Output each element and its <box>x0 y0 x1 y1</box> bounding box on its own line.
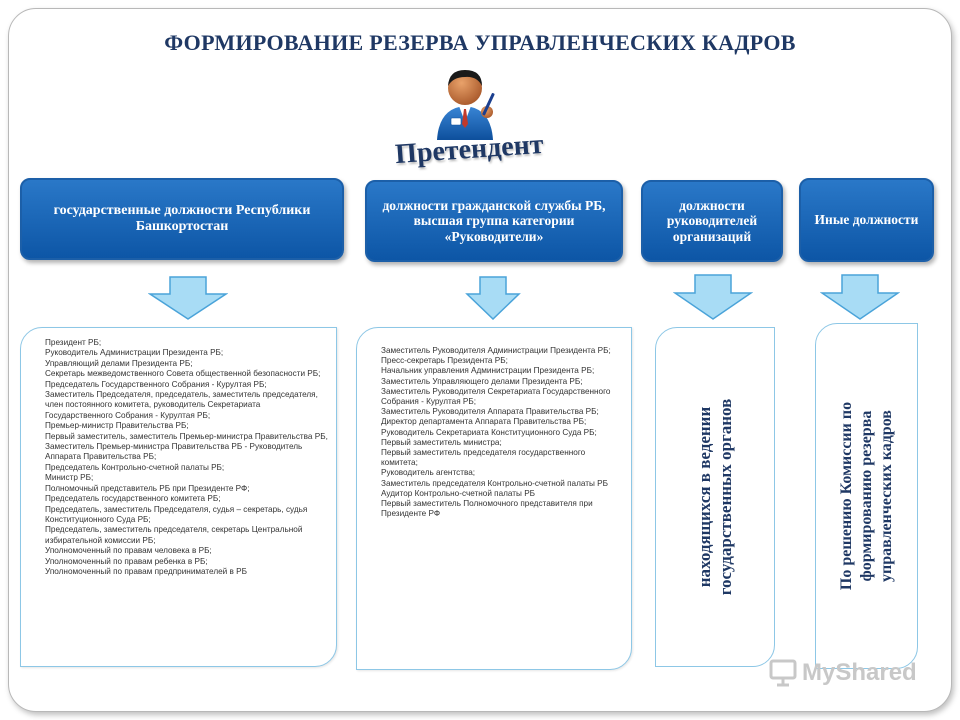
civil-service-list-panel: Заместитель Руководителя Администрации П… <box>356 327 632 670</box>
commission-vertical-text: По решению Комиссии по формированию резе… <box>837 401 895 591</box>
list-item: Секретарь межведомственного Совета общес… <box>45 369 321 379</box>
list-item: Уполномоченный по правам предпринимателе… <box>45 566 247 576</box>
list-item: Заместитель Управляющего делами Президен… <box>381 376 583 386</box>
list-item: Управляющий делами Президента РБ; <box>45 358 193 368</box>
list-item: Первый заместитель, заместитель Премьер-… <box>45 431 328 462</box>
list-item: Полномочный представитель РБ при Президе… <box>45 483 250 493</box>
list-item: Президент РБ; <box>45 338 102 347</box>
category-organization-heads: должности руководителей организаций <box>641 180 783 262</box>
commission-decision-panel: По решению Комиссии по формированию резе… <box>815 323 918 669</box>
list-item: Уполномоченный по правам ребенка в РБ; <box>45 556 208 566</box>
category-other-positions: Иные должности <box>799 178 934 262</box>
list-item: Председатель Контрольно-счетной палаты Р… <box>45 462 225 472</box>
list-item: Первый заместитель Полномочного представ… <box>381 499 593 519</box>
organizations-panel: находящихся в ведении государственных ор… <box>655 327 775 667</box>
down-arrow-icon <box>673 274 753 320</box>
down-arrow-icon <box>148 276 228 320</box>
list-item: Руководитель агентства; <box>381 468 476 478</box>
projector-icon <box>769 659 797 687</box>
list-item: Председатель Государственного Собрания -… <box>45 379 267 389</box>
list-item: Первый заместитель министра; <box>381 437 502 447</box>
list-item: Первый заместитель председателя государс… <box>381 448 586 468</box>
list-item: Заместитель Руководителя Аппарата Правит… <box>381 407 599 417</box>
list-item: Председатель государственного комитета Р… <box>45 494 221 504</box>
list-item: Директор департамента Аппарата Правитель… <box>381 417 587 427</box>
page-title: ФОРМИРОВАНИЕ РЕЗЕРВА УПРАВЛЕНЧЕСКИХ КАДР… <box>164 30 796 55</box>
list-item: Руководитель Администрации Президента РБ… <box>45 348 224 358</box>
watermark: MyShared <box>768 658 917 688</box>
list-item: Председатель, заместитель Председателя, … <box>45 504 308 524</box>
list-item: Заместитель Председателя, председатель, … <box>45 390 318 420</box>
person-with-pen-icon <box>437 70 495 140</box>
list-item: Министр РБ; <box>45 473 94 483</box>
category-civil-service: должности гражданской службы РБ, высшая … <box>365 180 623 262</box>
list-item: Председатель, заместитель председателя, … <box>45 525 303 545</box>
list-item: Пресс-секретарь Президента РБ; <box>381 356 508 366</box>
down-arrow-icon <box>820 274 900 320</box>
list-item: Руководитель Секретариата Конституционно… <box>381 427 597 437</box>
list-item: Заместитель председателя Контрольно-счет… <box>381 478 609 488</box>
list-item: Премьер-министр Правительства РБ; <box>45 421 189 431</box>
list-item: Заместитель Руководителя Администрации П… <box>381 346 611 355</box>
watermark-text: MyShared <box>802 659 917 686</box>
state-positions-list-panel: Президент РБ; Руководитель Администрации… <box>20 327 337 667</box>
list-item: Уполномоченный по правам человека в РБ; <box>45 546 212 556</box>
list-item: Аудитор Контрольно-счетной палаты РБ <box>381 488 536 498</box>
organizations-vertical-text: находящихся в ведении государственных ор… <box>694 398 735 596</box>
list-item: Заместитель Руководителя Секретариата Го… <box>381 386 611 407</box>
down-arrow-icon <box>465 276 521 320</box>
category-state-positions: государственные должности Республики Баш… <box>20 178 344 260</box>
list-item: Начальник управления Администрации Прези… <box>381 366 595 376</box>
